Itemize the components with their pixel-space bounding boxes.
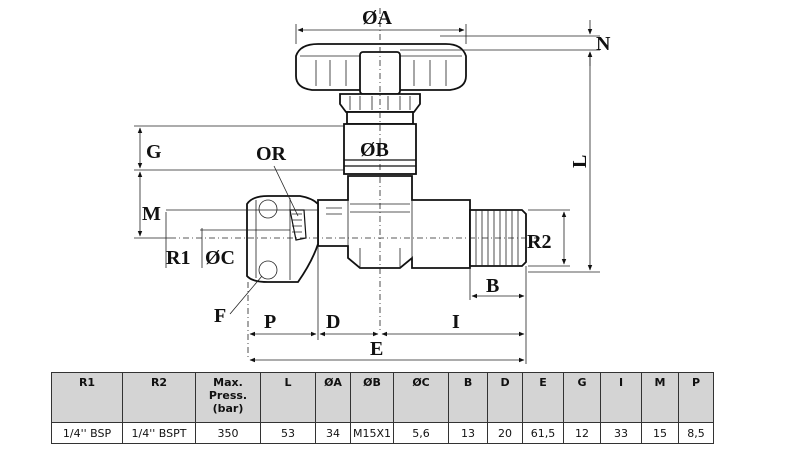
handwheel — [295, 43, 467, 95]
valve-technical-drawing: ØA N L G M R1 ØC OR ØB — [134, 7, 611, 364]
cell-i: 33 — [600, 422, 643, 444]
dim-l: L — [528, 51, 600, 273]
cell-m: 15 — [641, 422, 680, 444]
center-lines — [170, 8, 540, 360]
svg-text:R1: R1 — [166, 247, 190, 269]
cell-dia-c: 5,6 — [393, 422, 450, 444]
union-nut — [246, 195, 319, 283]
cell-max-press: 350 — [195, 422, 261, 444]
header-p: P — [678, 372, 715, 423]
dim-f: F — [214, 275, 263, 327]
svg-text:ØC: ØC — [205, 247, 235, 269]
dim-n: N — [400, 20, 611, 66]
cell-p: 8,5 — [678, 422, 715, 444]
svg-text:D: D — [326, 311, 340, 333]
svg-text:L: L — [569, 155, 591, 168]
header-m: M — [641, 372, 680, 423]
svg-text:N: N — [596, 33, 611, 55]
dim-or: OR — [256, 143, 299, 217]
dimension-table: R1 R2 Max. Press. (bar) L ØA ØB ØC B D E… — [51, 372, 715, 444]
cell-r1: 1/4'' BSP — [51, 422, 123, 444]
header-dia-b: ØB — [349, 372, 395, 423]
svg-text:ØB: ØB — [360, 139, 389, 161]
svg-text:ØA: ØA — [362, 7, 393, 29]
cell-e: 61,5 — [522, 422, 565, 444]
cell-dia-a: 34 — [315, 422, 351, 444]
cell-dia-b: M15X1 — [349, 422, 395, 444]
dim-dia-a: ØA — [295, 7, 467, 44]
svg-text:R2: R2 — [527, 231, 551, 253]
svg-text:G: G — [146, 141, 162, 163]
svg-text:P: P — [264, 311, 276, 333]
dim-e: E — [249, 338, 525, 363]
header-g: G — [563, 372, 602, 423]
svg-text:M: M — [142, 203, 161, 225]
dim-m: M — [134, 171, 318, 239]
cell-b: 13 — [448, 422, 489, 444]
dim-g: G — [134, 125, 344, 171]
header-b: B — [448, 372, 489, 423]
cell-l: 53 — [260, 422, 316, 444]
header-l: L — [260, 372, 316, 423]
svg-text:B: B — [486, 275, 499, 297]
header-r2: R2 — [122, 372, 196, 423]
table-row: 1/4'' BSP 1/4'' BSPT 350 53 34 M15X1 5,6… — [51, 422, 715, 444]
dim-r2: R2 — [527, 209, 570, 267]
header-r1: R1 — [51, 372, 123, 423]
svg-text:I: I — [452, 311, 460, 333]
dim-dia-b: ØB — [360, 139, 389, 161]
header-d: D — [487, 372, 524, 423]
dim-b: B — [469, 266, 527, 300]
dim-pdi: P D I — [249, 246, 527, 364]
header-dia-c: ØC — [393, 372, 450, 423]
header-dia-a: ØA — [315, 372, 351, 423]
header-e: E — [522, 372, 565, 423]
cell-g: 12 — [563, 422, 602, 444]
table-header-row: R1 R2 Max. Press. (bar) L ØA ØB ØC B D E… — [51, 372, 715, 423]
header-max-press: Max. Press. (bar) — [195, 372, 261, 423]
svg-text:E: E — [370, 338, 383, 360]
cell-r2: 1/4'' BSPT — [122, 422, 196, 444]
cell-d: 20 — [487, 422, 524, 444]
dim-r1: R1 ØC — [165, 212, 290, 269]
svg-text:F: F — [214, 305, 226, 327]
valve-body — [317, 175, 471, 269]
svg-text:OR: OR — [256, 143, 287, 165]
header-i: I — [600, 372, 643, 423]
